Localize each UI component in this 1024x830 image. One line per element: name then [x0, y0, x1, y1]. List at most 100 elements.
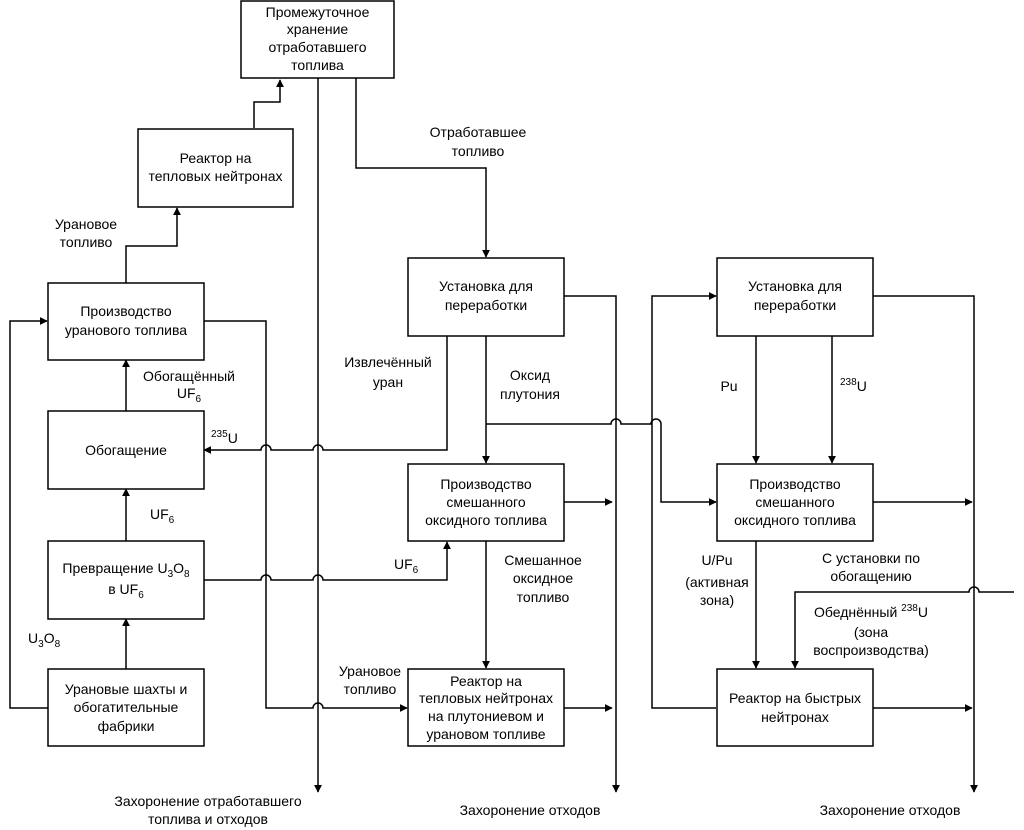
arrow-thermal-reactor-to-storage: [253, 79, 284, 128]
label-disposal-spent-fuel: Захоронение отработавшего топлива и отхо…: [114, 793, 301, 827]
svg-text:оксидного топлива: оксидного топлива: [734, 512, 856, 528]
label-disposal-waste-2: Захоронение отходов: [820, 802, 961, 818]
label-from-enrichment: С установки по обогащению: [822, 550, 920, 584]
svg-text:обогатительные: обогатительные: [74, 699, 179, 715]
svg-text:нейтронах: нейтронах: [761, 709, 829, 725]
label-u235: 235U: [211, 429, 238, 446]
svg-text:тепловых нейтронах: тепловых нейтронах: [419, 690, 553, 706]
svg-text:Производство: Производство: [440, 476, 531, 492]
svg-text:Производство: Производство: [80, 303, 171, 319]
box-mox-production-1: Производство смешанного оксидного топлив…: [407, 463, 565, 542]
svg-text:обогащению: обогащению: [830, 568, 911, 584]
arrow-reprocessing-to-waste-disposal: [564, 295, 620, 793]
svg-text:Оксид: Оксид: [510, 367, 550, 383]
label-pu: Pu: [720, 378, 737, 394]
svg-text:Урановое: Урановое: [55, 216, 117, 232]
arrow-storage-to-reprocessing: [355, 78, 490, 258]
svg-text:Установка для: Установка для: [439, 278, 533, 294]
svg-text:топлива и отходов: топлива и отходов: [148, 811, 268, 827]
edge-labels: Урановое топливо Обогащённый UF6 235U UF…: [28, 124, 960, 827]
svg-text:238U: 238U: [840, 377, 867, 394]
arrow-plutonium-to-mox-production-2: [486, 418, 717, 506]
svg-text:в UF6: в UF6: [108, 581, 144, 601]
svg-text:топливо: топливо: [344, 681, 397, 697]
svg-text:Обогащённый: Обогащённый: [143, 368, 235, 384]
svg-text:Обогащение: Обогащение: [85, 442, 167, 458]
box-interim-storage: Промежуточное хранение отработавшего топ…: [240, 0, 395, 79]
label-u238: 238U: [840, 377, 867, 394]
svg-text:(активная: (активная: [685, 574, 749, 590]
arrow-reprocessing-2-to-waste-disposal: [873, 295, 978, 793]
svg-text:Реактор на: Реактор на: [180, 150, 252, 166]
svg-text:U/Pu: U/Pu: [701, 552, 732, 568]
svg-text:хранение: хранение: [287, 21, 349, 37]
label-uf6-middle: UF6: [150, 506, 175, 526]
svg-text:Pu: Pu: [720, 378, 737, 394]
arrow-conversion-to-mox-production: [204, 541, 451, 581]
svg-text:зона): зона): [700, 592, 734, 608]
box-thermal-reactor-mox: Реактор на тепловых нейтронах на плутони…: [407, 668, 565, 747]
connectors: [9, 78, 1014, 793]
svg-text:Производство: Производство: [749, 476, 840, 492]
label-mox-fuel: Смешанное оксидное топливо: [504, 552, 582, 605]
svg-text:Превращение U3O8: Превращение U3O8: [62, 560, 190, 580]
arrow-fuel-production-to-thermal-reactor: [125, 207, 181, 283]
svg-text:U3O8: U3O8: [28, 630, 61, 650]
svg-text:фабрики: фабрики: [98, 718, 155, 734]
box-thermal-reactor-top: Реактор на тепловых нейтронах: [137, 128, 294, 208]
svg-text:Реактор на быстрых: Реактор на быстрых: [729, 690, 861, 706]
svg-text:Урановые шахты и: Урановые шахты и: [65, 681, 188, 697]
box-enrichment: Обогащение: [47, 410, 205, 490]
svg-text:Промежуточное: Промежуточное: [266, 4, 370, 20]
arrow-mines-to-fuel-production: [9, 317, 48, 709]
svg-text:Установка для: Установка для: [748, 278, 842, 294]
box-reprocessing-2: Установка для переработки: [716, 257, 874, 337]
svg-text:уран: уран: [373, 374, 403, 390]
svg-text:Захоронение отработавшего: Захоронение отработавшего: [114, 793, 301, 809]
box-mines: Урановые шахты и обогатительные фабрики: [47, 668, 205, 747]
svg-text:переработки: переработки: [754, 297, 836, 313]
box-mox-production-2: Производство смешанного оксидного топлив…: [716, 463, 874, 542]
svg-text:Урановое: Урановое: [339, 663, 401, 679]
svg-text:(зона: (зона: [854, 624, 888, 640]
arrow-fast-reactor-to-reprocessing-2: [651, 292, 717, 709]
box-conversion: Превращение U3O8 в UF6: [47, 540, 205, 620]
svg-text:отработавшего: отработавшего: [268, 39, 366, 55]
label-disposal-waste-1: Захоронение отходов: [460, 802, 601, 818]
box-uranium-fuel-production: Производство уранового топлива: [47, 282, 205, 361]
svg-text:уранового топлива: уранового топлива: [65, 322, 187, 338]
label-recovered-uranium: Извлечённый уран: [344, 354, 432, 390]
label-u-pu-active-zone: U/Pu (активная зона): [685, 552, 749, 608]
box-reprocessing-1: Установка для переработки: [407, 257, 565, 337]
svg-text:на плутониевом и: на плутониевом и: [428, 708, 544, 724]
svg-text:Обеднённый 238U: Обеднённый 238U: [814, 603, 928, 620]
svg-text:воспроизводства): воспроизводства): [813, 642, 929, 658]
svg-text:Захоронение отходов: Захоронение отходов: [820, 802, 961, 818]
label-spent-fuel: Отработавшее топливо: [430, 124, 527, 159]
svg-text:Отработавшее: Отработавшее: [430, 124, 527, 140]
svg-text:переработки: переработки: [445, 297, 527, 313]
svg-text:смешанного: смешанного: [755, 494, 834, 510]
svg-text:Смешанное: Смешанное: [504, 552, 582, 568]
label-depleted-uranium: Обеднённый 238U (зона воспроизводства): [813, 603, 929, 658]
svg-text:топливо: топливо: [60, 234, 113, 250]
svg-text:смешанного: смешанного: [446, 494, 525, 510]
label-uranium-fuel: Урановое топливо: [55, 216, 117, 250]
svg-text:UF6: UF6: [394, 556, 419, 576]
svg-text:С установки по: С установки по: [822, 550, 920, 566]
svg-text:Извлечённый: Извлечённый: [344, 354, 432, 370]
svg-text:топливо: топливо: [452, 143, 505, 159]
label-uranium-fuel-2: Урановое топливо: [339, 663, 401, 697]
svg-text:урановом топливе: урановом топливе: [426, 726, 545, 742]
arrow-fuel-production-to-mox-reactor: [204, 320, 408, 712]
svg-text:оксидного топлива: оксидного топлива: [425, 512, 547, 528]
svg-text:плутония: плутония: [500, 386, 560, 402]
svg-text:235U: 235U: [211, 429, 238, 446]
arrow-depleted-uranium-to-fast-reactor: [791, 586, 1014, 669]
svg-text:UF6: UF6: [150, 506, 175, 526]
box-fast-reactor: Реактор на быстрых нейтронах: [716, 668, 874, 747]
svg-text:топливо: топливо: [517, 589, 570, 605]
svg-text:Реактор на: Реактор на: [450, 673, 522, 689]
label-plutonium-oxide: Оксид плутония: [500, 367, 560, 402]
